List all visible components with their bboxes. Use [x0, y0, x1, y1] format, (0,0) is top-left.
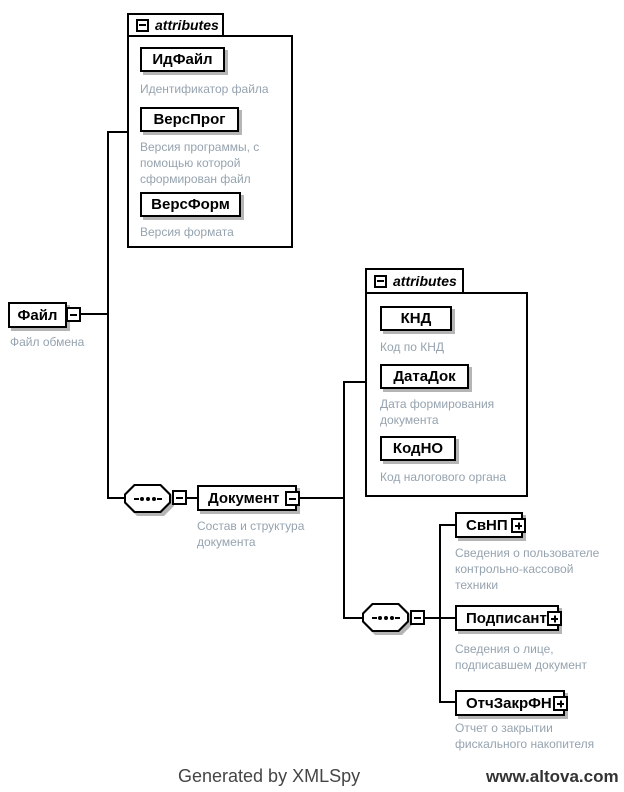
collapse-icon[interactable]: [136, 18, 149, 32]
connector-line: [439, 617, 455, 619]
collapse-icon[interactable]: [374, 274, 387, 288]
connector-line: [343, 381, 345, 619]
attribute-versform-label: ВерсФорм: [151, 196, 230, 213]
element-document-annotation: Состав и структура документа: [197, 519, 305, 549]
element-file[interactable]: Файл: [8, 302, 67, 328]
element-svnp-annotation: Сведения о пользователе контрольно-кассо…: [455, 546, 600, 592]
attribute-versform[interactable]: ВерсФорм: [140, 192, 241, 217]
attribute-kodno[interactable]: КодНО: [380, 436, 456, 461]
connector-line: [439, 524, 455, 526]
attribute-versprog-label: ВерсПрог: [153, 111, 226, 128]
collapse-icon[interactable]: [172, 490, 187, 505]
attribute-versform-annotation: Версия формата: [140, 225, 234, 239]
connector-line: [343, 617, 362, 619]
element-podpisant-annotation: Сведения о лице, подписавшем документ: [455, 642, 588, 672]
expand-icon[interactable]: [553, 696, 568, 711]
attribute-versprog-annotation: Версия программы, с помощью которой сфор…: [140, 140, 260, 186]
connector-line: [107, 131, 109, 498]
attributes-tab-label: attributes: [155, 17, 219, 33]
attributes-tab-file: attributes: [127, 13, 224, 37]
connector-line: [81, 313, 108, 315]
connector-line: [107, 497, 125, 499]
connector-line: [439, 701, 455, 703]
attribute-idfile[interactable]: ИдФайл: [140, 47, 225, 72]
connector-line: [187, 497, 197, 499]
element-file-annotation: Файл обмена: [10, 335, 85, 349]
element-svnp-label: СвНП: [466, 516, 508, 534]
connector-line: [425, 617, 440, 619]
attribute-idfile-label: ИдФайл: [152, 51, 213, 68]
sequence-compositor-icon[interactable]: [362, 603, 409, 632]
attribute-idfile-annotation: Идентификатор файла: [140, 82, 269, 96]
connector-line: [107, 131, 128, 133]
element-document[interactable]: Документ: [197, 485, 297, 511]
element-file-label: Файл: [17, 306, 58, 324]
element-otchzakrfn-annotation: Отчет о закрытии фискального накопителя: [455, 721, 595, 751]
connector-line: [439, 524, 441, 703]
sequence-compositor-icon[interactable]: [124, 484, 171, 513]
altova-link[interactable]: www.altova.com: [486, 767, 619, 786]
collapse-icon[interactable]: [410, 610, 425, 625]
attribute-datadok[interactable]: ДатаДок: [380, 364, 469, 389]
attribute-kodno-annotation: Код налогового органа: [380, 470, 507, 484]
attribute-kodno-label: КодНО: [392, 440, 444, 457]
element-podpisant-label: Подписант: [466, 609, 547, 627]
attributes-tab-document: attributes: [365, 268, 464, 294]
attributes-tab-label: attributes: [393, 273, 457, 289]
attribute-datadok-annotation: Дата формирования документа: [380, 397, 495, 427]
connector-line: [300, 497, 344, 499]
attribute-knd-annotation: Код по КНД: [380, 340, 445, 354]
attribute-datadok-label: ДатаДок: [393, 368, 456, 385]
expand-icon[interactable]: [511, 518, 526, 533]
expand-icon[interactable]: [547, 611, 562, 626]
element-otchzakrfn-label: ОтчЗакрФН: [466, 694, 552, 712]
element-otchzakrfn[interactable]: ОтчЗакрФН: [455, 690, 565, 716]
connector-line: [343, 381, 365, 383]
element-document-label: Документ: [208, 489, 280, 507]
attribute-knd-label: КНД: [400, 310, 432, 327]
generated-by-text: Generated by XMLSpy: [178, 766, 361, 786]
collapse-icon[interactable]: [66, 307, 81, 322]
element-podpisant[interactable]: Подписант: [455, 605, 559, 631]
attribute-versprog[interactable]: ВерсПрог: [140, 107, 239, 132]
attribute-knd[interactable]: КНД: [380, 306, 452, 331]
collapse-icon[interactable]: [285, 491, 300, 506]
